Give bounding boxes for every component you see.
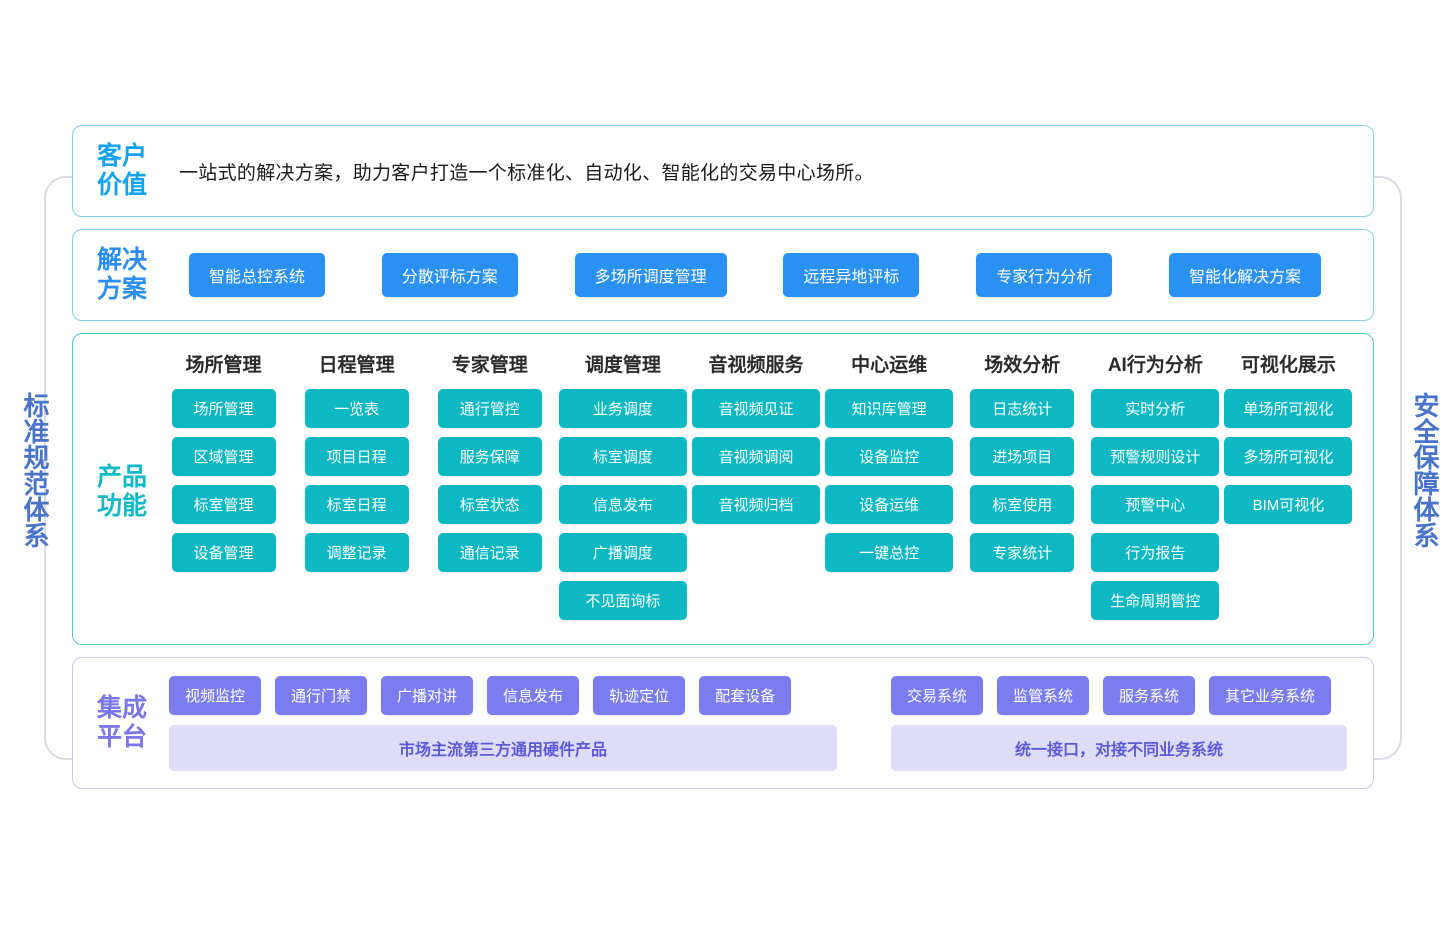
product-function-chip[interactable]: BIM可视化 bbox=[1224, 485, 1353, 524]
product-function-chip[interactable]: 标室日程 bbox=[304, 485, 409, 524]
hardware-group: 视频监控通行门禁广播对讲信息发布轨迹定位配套设备 市场主流第三方通用硬件产品 bbox=[169, 675, 837, 771]
product-function-chip[interactable]: 设备运维 bbox=[825, 485, 954, 524]
product-function-chip[interactable]: 标室管理 bbox=[171, 485, 276, 524]
integration-chip[interactable]: 监管系统 bbox=[997, 675, 1090, 715]
product-function-chip[interactable]: 调整记录 bbox=[304, 533, 409, 572]
product-function-chip[interactable]: 信息发布 bbox=[558, 485, 687, 524]
integration-platform-panel: 集成 平台 视频监控通行门禁广播对讲信息发布轨迹定位配套设备 市场主流第三方通用… bbox=[72, 657, 1374, 789]
product-function-chip[interactable]: 音视频见证 bbox=[691, 389, 820, 428]
product-function-chip[interactable]: 区域管理 bbox=[171, 437, 276, 476]
product-function-chip[interactable]: 通信记录 bbox=[437, 533, 542, 572]
solution-chip[interactable]: 智能化解决方案 bbox=[1168, 253, 1321, 297]
integration-chip[interactable]: 轨迹定位 bbox=[593, 675, 686, 715]
product-column-title: 中心运维 bbox=[851, 355, 928, 376]
product-function-chip[interactable]: 实时分析 bbox=[1091, 389, 1220, 428]
product-column: 日程管理一览表项目日程标室日程调整记录 bbox=[290, 350, 423, 581]
product-column-title: 场效分析 bbox=[984, 355, 1061, 376]
product-column-title: 专家管理 bbox=[451, 355, 528, 376]
product-function-chip[interactable]: 多场所可视化 bbox=[1224, 437, 1353, 476]
product-column-title: 场所管理 bbox=[185, 355, 262, 376]
integration-chip[interactable]: 信息发布 bbox=[487, 675, 580, 715]
product-column: 专家管理通行管控服务保障标室状态通信记录 bbox=[423, 350, 556, 581]
solution-chip-row: 智能总控系统 分散评标方案 多场所调度管理 远程异地评标 专家行为分析 智能化解决方案 bbox=[157, 253, 1373, 297]
panel-stack: 客户 价值 一站式的解决方案，助力客户打造一个标准化、自动化、智能化的交易中心场… bbox=[72, 125, 1374, 801]
solution-chip[interactable]: 远程异地评标 bbox=[783, 253, 920, 297]
systems-bar: 统一接口，对接不同业务系统 bbox=[891, 724, 1347, 771]
product-function-chip[interactable]: 单场所可视化 bbox=[1224, 389, 1353, 428]
product-column: 场所管理场所管理区域管理标室管理设备管理 bbox=[157, 350, 290, 581]
right-side-label: 安全保障体系 bbox=[1410, 392, 1440, 548]
product-column: 调度管理业务调度标室调度信息发布广播调度不见面询标 bbox=[556, 350, 689, 629]
product-function-chip[interactable]: 日志统计 bbox=[970, 389, 1075, 428]
systems-group: 交易系统监管系统服务系统其它业务系统 统一接口，对接不同业务系统 bbox=[891, 675, 1347, 771]
product-function-chip[interactable]: 预警规则设计 bbox=[1091, 437, 1220, 476]
product-function-chip[interactable]: 项目日程 bbox=[304, 437, 409, 476]
integration-platform-label: 集成 平台 bbox=[96, 693, 147, 752]
solution-panel: 解决 方案 智能总控系统 分散评标方案 多场所调度管理 远程异地评标 专家行为分析 智能化… bbox=[72, 229, 1374, 321]
product-function-chip[interactable]: 不见面询标 bbox=[558, 581, 687, 620]
product-function-chip[interactable]: 音视频调阅 bbox=[691, 437, 820, 476]
product-function-chip[interactable]: 标室使用 bbox=[970, 485, 1075, 524]
left-bracket bbox=[44, 176, 78, 760]
integration-chip[interactable]: 其它业务系统 bbox=[1209, 675, 1332, 715]
product-column-title: AI行为分析 bbox=[1107, 355, 1203, 376]
product-function-chip[interactable]: 标室状态 bbox=[437, 485, 542, 524]
product-function-chip[interactable]: 一键总控 bbox=[825, 533, 954, 572]
product-function-panel: 产品 功能 场所管理场所管理区域管理标室管理设备管理日程管理一览表项目日程标室日… bbox=[72, 333, 1374, 645]
product-column: 中心运维知识库管理设备监控设备运维一键总控 bbox=[823, 350, 956, 581]
systems-chip-row: 交易系统监管系统服务系统其它业务系统 bbox=[891, 675, 1347, 715]
product-function-chip[interactable]: 服务保障 bbox=[437, 437, 542, 476]
integration-chip[interactable]: 服务系统 bbox=[1103, 675, 1196, 715]
customer-value-text: 一站式的解决方案，助力客户打造一个标准化、自动化、智能化的交易中心场所。 bbox=[179, 162, 874, 184]
product-function-chip[interactable]: 通行管控 bbox=[437, 389, 542, 428]
integration-body: 视频监控通行门禁广播对讲信息发布轨迹定位配套设备 市场主流第三方通用硬件产品 交… bbox=[157, 675, 1373, 771]
product-function-chip[interactable]: 场所管理 bbox=[171, 389, 276, 428]
solution-chip[interactable]: 专家行为分析 bbox=[976, 253, 1113, 297]
right-bracket bbox=[1368, 176, 1402, 760]
integration-chip[interactable]: 交易系统 bbox=[891, 675, 984, 715]
integration-chip[interactable]: 配套设备 bbox=[699, 675, 792, 715]
product-column: 可视化展示单场所可视化多场所可视化 BIM可视化 bbox=[1222, 350, 1355, 533]
product-function-chip[interactable]: 业务调度 bbox=[558, 389, 687, 428]
customer-value-panel: 客户 价值 一站式的解决方案，助力客户打造一个标准化、自动化、智能化的交易中心场… bbox=[72, 125, 1374, 217]
left-side-label: 标准规范体系 bbox=[20, 392, 50, 548]
product-column-title: 可视化展示 bbox=[1240, 355, 1336, 376]
product-function-chip[interactable]: 音视频归档 bbox=[691, 485, 820, 524]
product-column-title: 音视频服务 bbox=[708, 355, 804, 376]
product-column: 音视频服务音视频见证音视频调阅音视频归档 bbox=[689, 350, 822, 533]
product-columns: 场所管理场所管理区域管理标室管理设备管理日程管理一览表项目日程标室日程调整记录专… bbox=[157, 350, 1373, 634]
integration-chip[interactable]: 通行门禁 bbox=[275, 675, 368, 715]
product-column-title: 调度管理 bbox=[584, 355, 661, 376]
product-function-chip[interactable]: 生命周期管控 bbox=[1091, 581, 1220, 620]
integration-chip[interactable]: 视频监控 bbox=[169, 675, 262, 715]
product-function-chip[interactable]: 行为报告 bbox=[1091, 533, 1220, 572]
solution-label: 解决 方案 bbox=[96, 245, 147, 304]
product-function-chip[interactable]: 预警中心 bbox=[1091, 485, 1220, 524]
product-function-chip[interactable]: 知识库管理 bbox=[825, 389, 954, 428]
integration-chip[interactable]: 广播对讲 bbox=[381, 675, 474, 715]
hardware-chip-row: 视频监控通行门禁广播对讲信息发布轨迹定位配套设备 bbox=[169, 675, 837, 715]
customer-value-label: 客户 价值 bbox=[96, 141, 147, 200]
product-function-label: 产品 功能 bbox=[96, 462, 147, 521]
solution-chip[interactable]: 多场所调度管理 bbox=[574, 253, 727, 297]
product-function-chip[interactable]: 广播调度 bbox=[558, 533, 687, 572]
solution-chip[interactable]: 智能总控系统 bbox=[189, 253, 326, 297]
product-function-chip[interactable]: 设备管理 bbox=[171, 533, 276, 572]
hardware-bar: 市场主流第三方通用硬件产品 bbox=[169, 724, 837, 771]
product-column-title: 日程管理 bbox=[318, 355, 395, 376]
product-column: AI行为分析实时分析预警规则设计预警中心行为报告生命周期管控 bbox=[1089, 350, 1222, 629]
product-function-chip[interactable]: 进场项目 bbox=[970, 437, 1075, 476]
product-function-chip[interactable]: 一览表 bbox=[304, 389, 409, 428]
product-function-chip[interactable]: 专家统计 bbox=[970, 533, 1075, 572]
product-column: 场效分析日志统计进场项目标室使用专家统计 bbox=[956, 350, 1089, 581]
product-function-chip[interactable]: 设备监控 bbox=[825, 437, 954, 476]
product-function-chip[interactable]: 标室调度 bbox=[558, 437, 687, 476]
solution-chip[interactable]: 分散评标方案 bbox=[381, 253, 518, 297]
